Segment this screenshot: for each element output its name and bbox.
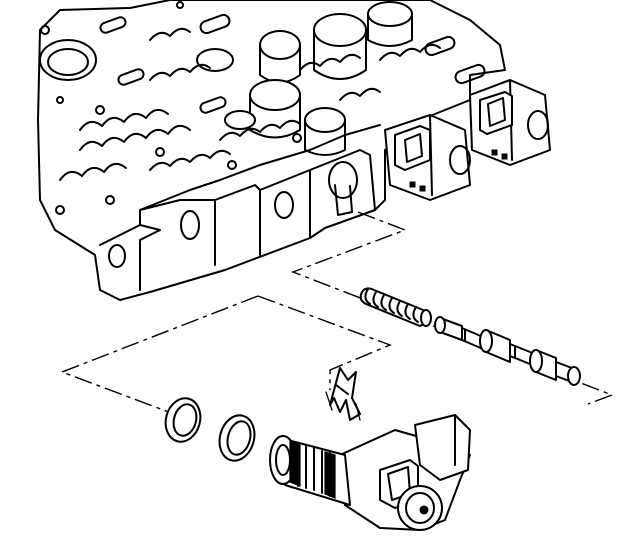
solenoid-right [469,79,551,166]
o-ring-outer [164,397,202,443]
spool-valve [434,316,581,386]
alignment-lines [60,211,614,421]
pressure-control-solenoid [269,414,471,531]
o-ring-inner [218,414,256,462]
solenoid-left [384,114,471,201]
retaining-clip [325,367,361,421]
valve-spring [359,287,432,327]
valve-body-housing [37,0,506,301]
